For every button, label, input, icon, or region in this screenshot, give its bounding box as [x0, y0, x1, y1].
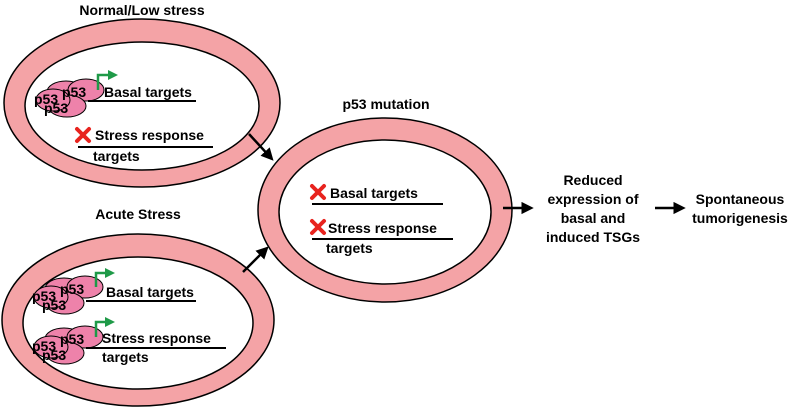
p53-label: p53	[42, 297, 66, 313]
x-mark-icon	[310, 184, 326, 200]
arrow-right-icon	[242, 246, 269, 273]
stress-response-label: Stress response	[95, 127, 204, 143]
outcome-line: induced TSGs	[546, 229, 640, 245]
stress-response-label: Stress response	[328, 220, 437, 236]
p53-complex: p53 p53 p53	[34, 78, 105, 118]
p53-label: p53	[42, 347, 66, 363]
p53-mutation-cell: p53 mutation Basal targets Stress respon…	[257, 96, 513, 303]
p53-label: p53	[60, 281, 84, 297]
transcription-arrow-icon	[96, 73, 110, 90]
transcription-arrow-icon	[94, 320, 107, 337]
outcome-line: expression of	[547, 191, 638, 207]
p53-complex: p53 p53 p53	[32, 325, 104, 365]
cell-interior	[278, 139, 492, 285]
basal-targets-label: Basal targets	[106, 284, 194, 300]
acute-stress-cell: Acute Stress p53 p53 p53 Basal targets p…	[1, 206, 275, 407]
p53-label: p53	[34, 91, 58, 107]
p53-label: p53	[32, 338, 56, 354]
basal-targets-label: Basal targets	[330, 185, 418, 201]
arrow-right-icon	[248, 133, 274, 161]
cell-interior	[22, 256, 254, 390]
transcription-arrow-icon	[105, 268, 115, 278]
normal-stress-cell: Normal/Low stress p53 p53 p53 Basal targ…	[3, 2, 281, 188]
targets-label: targets	[326, 240, 373, 256]
normal-stress-title: Normal/Low stress	[79, 2, 204, 18]
p53-label: p53	[44, 100, 68, 116]
x-mark-icon	[75, 127, 91, 143]
p53-label: p53	[62, 84, 86, 100]
targets-label: targets	[102, 349, 149, 365]
p53-label: p53	[60, 331, 84, 347]
p53-complex: p53 p53 p53	[32, 275, 104, 315]
p53-mutation-title: p53 mutation	[342, 96, 429, 112]
tumorigenesis-outcome: Spontaneous tumorigenesis	[692, 191, 788, 226]
acute-stress-title: Acute Stress	[95, 206, 181, 222]
stress-response-label: Stress response	[102, 330, 211, 346]
basal-targets-label: Basal targets	[104, 84, 192, 100]
x-mark-icon	[310, 219, 326, 235]
p53-label: p53	[32, 288, 56, 304]
transcription-arrow-icon	[105, 317, 115, 327]
outcome-line: Reduced	[563, 172, 622, 188]
outcome-line: Spontaneous	[696, 191, 785, 207]
outcome-line: basal and	[561, 210, 626, 226]
reduced-expression-outcome: Reduced expression of basal and induced …	[546, 172, 640, 245]
targets-label: targets	[93, 148, 140, 164]
transcription-arrow-icon	[94, 271, 107, 287]
outcome-line: tumorigenesis	[692, 210, 788, 226]
transcription-arrow-icon	[108, 70, 118, 80]
